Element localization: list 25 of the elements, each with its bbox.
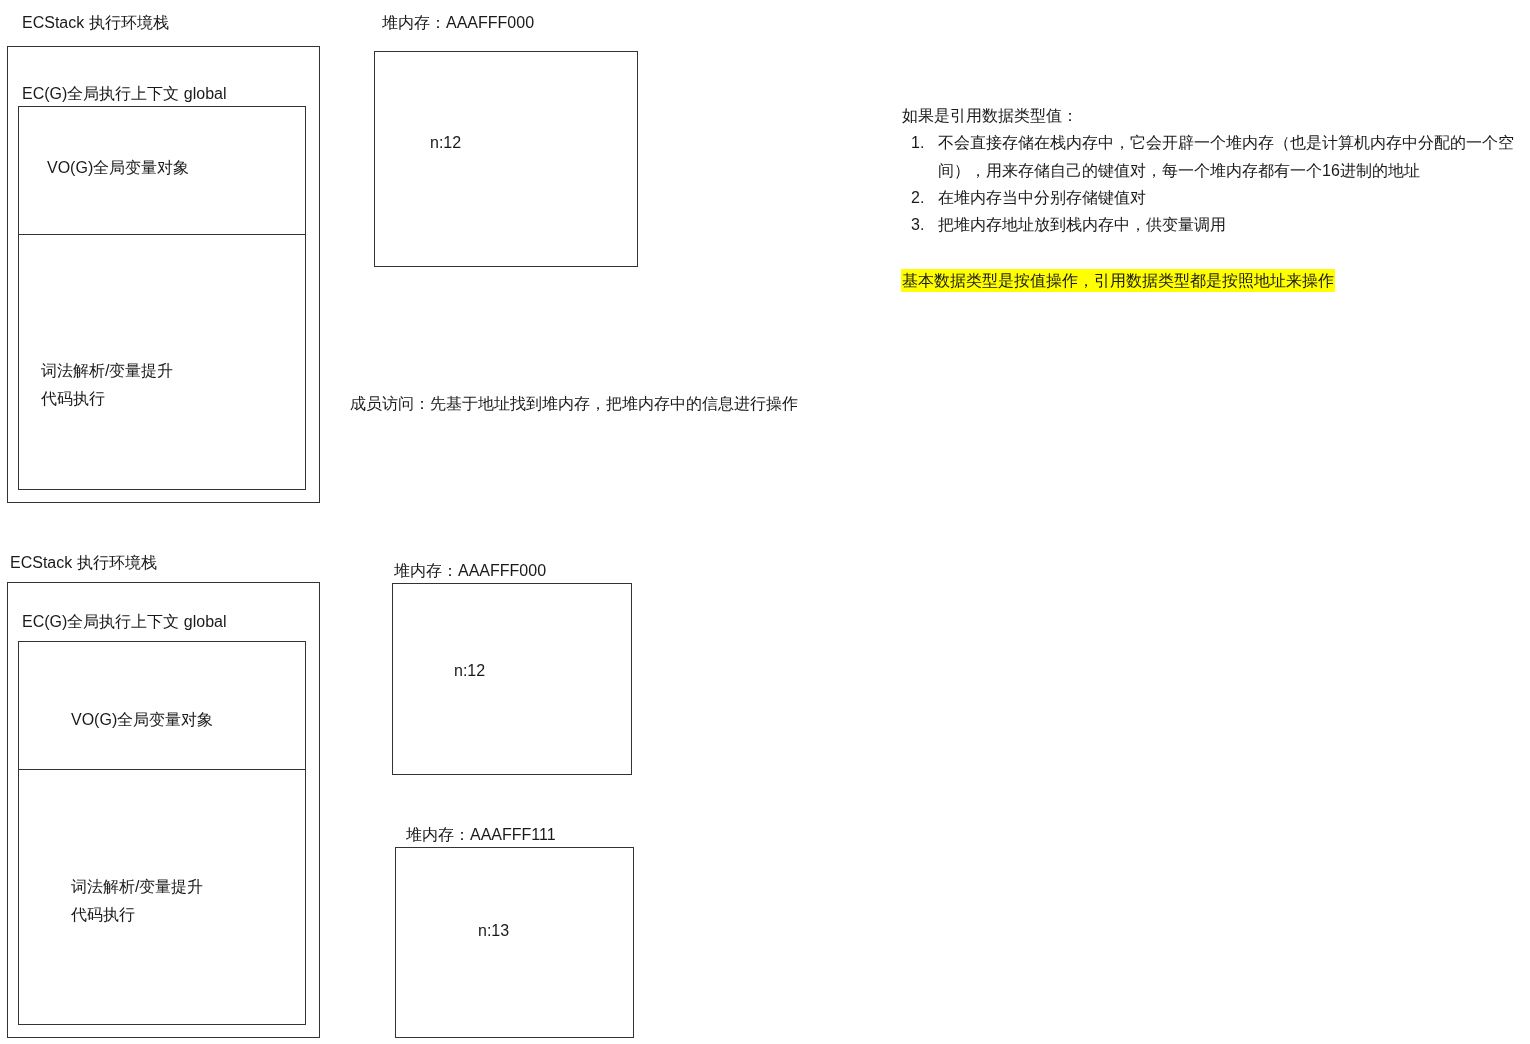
list-number: 1.: [911, 133, 925, 153]
context-title: EC(G)全局执行上下文 global: [22, 612, 227, 632]
section-text: 代码执行: [41, 389, 105, 409]
list-item-text: 把堆内存地址放到栈内存中，供变量调用: [938, 215, 1226, 235]
value-text: n:12: [430, 133, 462, 153]
heap-address: 堆内存：AAAFFF000: [382, 13, 535, 33]
list-number: 2.: [911, 188, 925, 208]
stack-title: ECStack 执行环境栈: [10, 553, 157, 573]
heap-address: 堆内存：AAAFFF000: [394, 561, 547, 581]
section-text: 词法解析/变量提升: [71, 877, 204, 897]
heap-address: 堆内存：AAAFFF111: [406, 825, 556, 845]
list-item-text: 在堆内存当中分别存储键值对: [938, 188, 1146, 208]
list-item-text: 不会直接存储在栈内存中，它会开辟一个堆内存（也是计算机内存中分配的一个空间），用来存储自己的键值对，每一个堆内存都有一个16进制的地址: [938, 133, 1515, 181]
note-text: 成员访问：先基于地址找到堆内存，把堆内存中的信息进行操作: [350, 394, 798, 414]
value-text: n:13: [478, 921, 510, 941]
highlighted-note: 基本数据类型是按值操作，引用数据类型都是按照地址来操作: [901, 269, 1335, 292]
section-text: 词法解析/变量提升: [41, 361, 174, 381]
section-text: VO(G)全局变量对象: [47, 158, 190, 178]
section-text: VO(G)全局变量对象: [71, 710, 214, 730]
context-title: EC(G)全局执行上下文 global: [22, 84, 227, 104]
stack-title: ECStack 执行环境栈: [22, 13, 169, 33]
list-number: 3.: [911, 215, 925, 235]
section-text: 代码执行: [71, 905, 135, 925]
intro-text: 如果是引用数据类型值：: [902, 106, 1078, 126]
value-text: n:12: [454, 661, 486, 681]
